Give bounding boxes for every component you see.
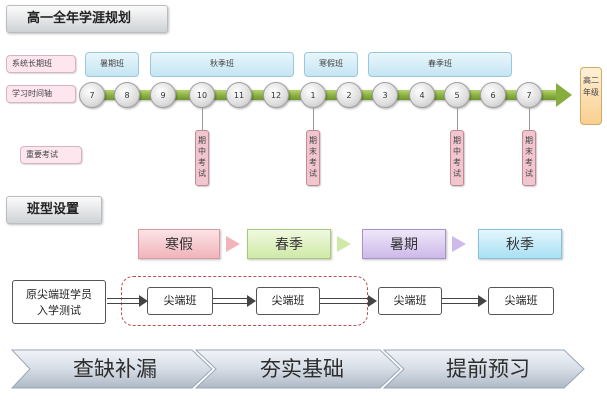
period-spring: 春季班 <box>368 52 512 77</box>
month-circle: 10 <box>189 82 215 108</box>
flow-arrow-head-icon <box>247 295 256 307</box>
period-winter: 寒假班 <box>304 52 358 77</box>
month-circle: 7 <box>516 82 542 108</box>
stage-chevrons <box>10 349 585 389</box>
season-winter: 寒假 <box>138 229 220 259</box>
flow-arrow-head-icon <box>139 295 148 307</box>
next-grade-box: 高二年级 <box>580 67 602 125</box>
exam-final-2: 期末考试 <box>522 130 536 186</box>
flow-class-box: 尖端班 <box>378 287 442 315</box>
dashed-group <box>121 276 368 326</box>
month-circle: 8 <box>114 82 140 108</box>
stage-chevron <box>10 349 213 389</box>
month-circle: 2 <box>336 82 362 108</box>
stage-chevron <box>382 349 585 389</box>
month-circle: 9 <box>150 82 176 108</box>
season-arrow-icon <box>226 236 240 252</box>
month-circle: 12 <box>263 82 289 108</box>
season-arrow-icon <box>452 236 466 252</box>
flow-arrow <box>107 298 141 304</box>
period-summer: 暑期班 <box>85 52 139 77</box>
season-spring: 春季 <box>247 229 331 259</box>
flow-class-box: 尖端班 <box>147 287 213 315</box>
flow-arrow-head-icon <box>478 295 487 307</box>
row-label-exam: 重要考试 <box>20 146 82 164</box>
exam-connector <box>202 108 203 130</box>
exam-midterm-2: 期中考试 <box>450 130 464 186</box>
stage-label: 查缺补漏 <box>73 357 157 381</box>
month-circle: 7 <box>79 82 105 108</box>
exam-connector <box>457 108 458 130</box>
flow-arrow <box>213 298 249 304</box>
row-label-system: 系统长期班 <box>6 55 76 73</box>
period-autumn: 秋季班 <box>150 52 294 77</box>
stage-chevron <box>194 349 401 389</box>
month-circle: 1 <box>300 82 326 108</box>
page-title: 高一全年学涯规划 <box>6 5 168 33</box>
exam-midterm-1: 期中考试 <box>195 130 209 186</box>
month-circle: 3 <box>372 82 398 108</box>
season-summer: 暑期 <box>362 229 446 259</box>
month-circle: 11 <box>226 82 252 108</box>
exam-final-1: 期末考试 <box>306 130 320 186</box>
class-section-title: 班型设置 <box>6 196 102 224</box>
flow-class-box: 尖端班 <box>256 287 320 315</box>
flow-class-box: 尖端班 <box>488 287 554 315</box>
month-circle: 4 <box>409 82 435 108</box>
timeline-arrow-icon <box>556 83 572 107</box>
exam-connector <box>313 108 314 130</box>
flow-arrow <box>320 298 370 304</box>
row-label-time: 学习时间轴 <box>6 85 76 103</box>
exam-connector <box>529 108 530 130</box>
flow-arrow-head-icon <box>368 295 377 307</box>
season-arrow-icon <box>337 236 351 252</box>
month-circle: 5 <box>444 82 470 108</box>
flow-start-box: 原尖端班学员入学测试 <box>12 280 106 324</box>
month-circle: 6 <box>480 82 506 108</box>
flow-arrow <box>442 298 480 304</box>
season-autumn: 秋季 <box>478 229 562 259</box>
stage-label: 提前预习 <box>446 357 530 381</box>
stage-label: 夯实基础 <box>260 357 344 381</box>
